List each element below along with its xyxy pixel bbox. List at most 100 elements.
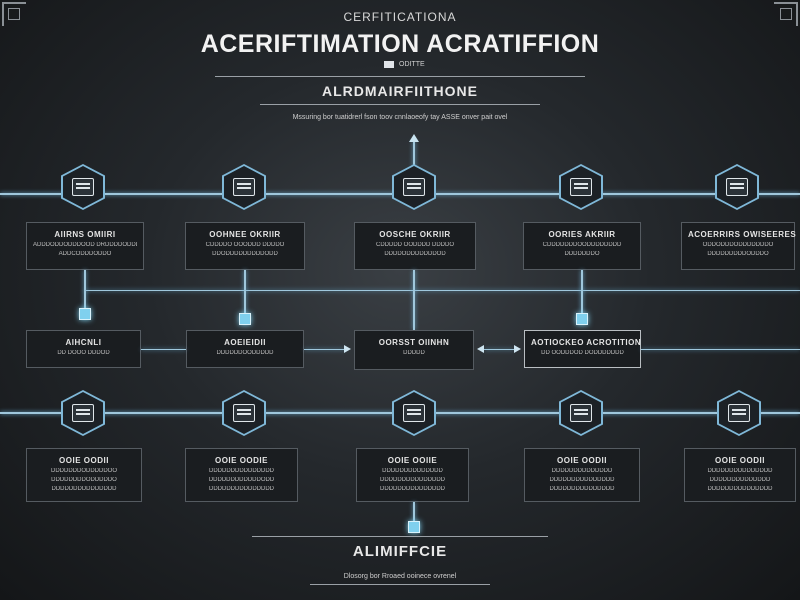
card-text: DD OODDDOD DODDDDDDD [541,350,624,356]
card-text: DDDDDDDDDDDDDD [551,468,613,474]
card-title: OORSST OIINHN [378,338,450,347]
card-title: AIHCNLI [65,338,102,347]
footer-node [408,521,420,533]
corner-ornament-right [774,2,798,26]
top-card-5[interactable]: ACOERRIRS OWISEERES ODDODDDODDDDDDDO DDD… [681,222,797,270]
footer-caption: Dlosorg bor Rroaed ooinece ovrenel [343,573,457,580]
database-icon [61,390,105,436]
footer-rule [252,536,548,537]
card-title: AIIRNS OMIIRI [54,230,116,239]
card-text: DDDDDDDDDDDDDDD [549,486,615,492]
middle-box-1[interactable]: AIHCNLI DD DOOO DDDOD [26,330,141,368]
drop-line [581,270,583,314]
drop-line [244,270,246,314]
card-text: CDDDDO OOODDD DDDDO [205,242,285,248]
card-text: DDDDDDDDDDDDDD [382,468,443,474]
middle-connector [141,349,186,350]
card-text: DDDDDDDDDDDDDDD [707,468,773,474]
sub-label: ODITTE [399,61,425,68]
bottom-card-5[interactable]: OOIE OODII DDDDDDDDDDDDDDD DDDDDDDDDDDDD… [684,448,796,502]
top-card-2[interactable]: OOHNEE OKRIIR CDDDDO OOODDD DDDDO DDODDD… [185,222,305,270]
middle-connector [641,349,800,350]
bus-line [84,290,800,291]
card-text: CDDDDD OODDDD DDDDO [376,242,454,248]
drop-line [84,270,86,310]
card-text: DDDDDDDDDDDDDDD [380,486,445,492]
arrow-right-icon [344,345,351,353]
top-card-1[interactable]: AIIRNS OMIIRI ADDDODDODDDOOD DRDDDDODDD … [26,222,144,270]
card-title: OORIES AKRIIR [548,230,616,239]
card-text: DDDDDDDDDDDDDD [709,477,771,483]
top-card-3[interactable]: OOSCHE OKRIIR CDDDDD OODDDD DDDDO DDDDOD… [354,222,476,270]
bottom-card-4[interactable]: OOIE OODII DDDDDDDDDDDDDD DDDDDDDDDDDDDD… [524,448,640,502]
section-description: Mssuring bor tuatidrerl fson toov cnnlao… [292,114,508,121]
sub-label-row: ODITTE [384,61,425,68]
middle-connector [304,349,346,350]
card-text: DDDDDDDDDODDDO [707,251,769,257]
middle-box-2[interactable]: AOEIEIDII DDDDDDOODDDDD [186,330,304,368]
card-title: AOEIEIDII [224,338,266,347]
middle-box-3[interactable]: OORSST OIINHN DDDDD [354,330,474,370]
card-text: DDDDDDDDDDDDDDD [549,477,615,483]
footer-title: ALIMIFFCIE [352,543,448,560]
connector-node [239,313,251,325]
card-text: DDDDDDDODDDDDOO [51,468,117,474]
card-text: ADDCODDDODDO [58,251,112,257]
card-title: ACOERRIRS OWISEERES [688,230,797,239]
document-stand-icon [392,164,436,210]
card-text: DDDDDDDDDDDDDDD [209,468,274,474]
up-arrow-head-icon [409,134,419,142]
card-title: OOIE OODII [715,456,765,465]
card-title: OOHNEE OKRIIR [209,230,281,239]
arrow-left-icon [477,345,484,353]
card-text: ODDODDDODDDDDDDO [702,242,774,248]
card-text: DDDDDDDDDDDDDDD [707,486,773,492]
screen-icon [559,164,603,210]
bottom-card-2[interactable]: OOIE OODIE DDDDDDDDDDDDDDD DDDDDDDDDDDDO… [185,448,298,502]
card-text: DDDDDDDO [564,251,600,257]
card-title: OOIE OOIIE [387,456,438,465]
footer-caption-rule [310,584,490,585]
card-text: DDDDDDDDDDDDDDD [209,486,274,492]
card-text: DDDDDDOODDDDD [216,350,274,356]
card-title: OOIE OODIE [214,456,268,465]
checklist-icon [715,164,759,210]
connector-node [79,308,91,320]
section-rule [260,104,540,105]
laptop-icon [717,390,761,436]
footer-drop-line [413,502,415,526]
middle-connector [484,349,514,350]
card-text: ADDDODDODDDOOD DRDDDDODDD [33,242,137,248]
card-text: DDDDDDDDODDDDDO [51,477,117,483]
card-title: AOTIOCKEO ACROTITION [531,338,642,347]
corner-ornament-left [2,2,26,26]
drop-line [413,270,415,330]
box-icon [559,390,603,436]
card-title: OOIE OODII [59,456,109,465]
sub-label-badge-icon [384,61,394,68]
card-text: DDDDDDDDDDDDDDD [51,486,117,492]
page-title: ACERIFTIMATION ACRATIFFION [200,30,600,58]
bottom-card-3[interactable]: OOIE OOIIE DDDDDDDDDDDDDD DDDDDDDDDDDDDD… [356,448,469,502]
top-card-4[interactable]: OORIES AKRIIR CDDDDDDDOODDDDDDDD DDDDDDD… [523,222,641,270]
section-title: ALRDMAIRFIITHONE [322,83,478,99]
middle-box-4[interactable]: AOTIOCKEO ACROTITION DD OODDDOD DODDDDDD… [524,330,641,368]
card-text: DDDDODDDDDDDOD [384,251,446,257]
bottom-card-1[interactable]: OOIE OODII DDDDDDDODDDDDOO DDDDDDDDODDDD… [26,448,142,502]
printer-icon [61,164,105,210]
card-text: DD DOOO DDDOD [57,350,110,356]
connector-node [576,313,588,325]
chip-icon [392,390,436,436]
monitor-icon [222,164,266,210]
title-rule [215,76,585,77]
card-text: CDDDDDDDOODDDDDDDD [542,242,622,248]
header-overline: CERFITICATIONA [343,10,457,24]
card-text: DDDDDDDDDDDDDDD [380,477,445,483]
card-title: OOSCHE OKRIIR [379,230,451,239]
card-text: DDODDDDDDDDDODD [212,251,278,257]
card-text: DDDDDDDDDDDDODD [208,477,275,483]
card-text: DDDDD [403,350,425,356]
arrow-right-icon [514,345,521,353]
server-icon [222,390,266,436]
card-title: OOIE OODII [557,456,607,465]
